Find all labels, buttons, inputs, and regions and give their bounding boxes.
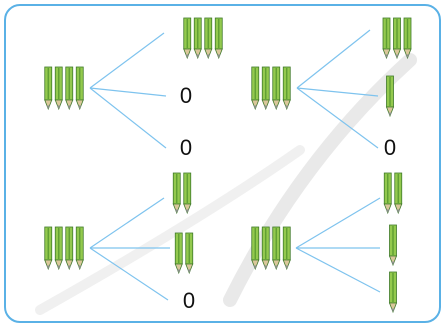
pencil-icon	[214, 17, 223, 60]
part-number: 0	[182, 288, 196, 313]
pencil-icon	[44, 66, 53, 111]
bond-line	[296, 29, 371, 89]
pencil-icon	[272, 66, 281, 111]
bond-line	[89, 87, 167, 149]
pencil-icon	[251, 226, 260, 271]
pencil-icon	[193, 17, 202, 60]
pencil-icon	[65, 66, 74, 111]
pencil-icon	[54, 226, 63, 271]
pencil-icon	[385, 75, 395, 118]
pencil-icon	[388, 271, 398, 314]
bond-line	[296, 87, 379, 149]
pencil-icon	[251, 66, 260, 111]
bond-line	[89, 247, 169, 301]
pencil-icon	[282, 66, 291, 111]
bond-line	[89, 197, 165, 249]
part-number: 0	[179, 83, 193, 108]
pencil-icon	[44, 226, 53, 271]
pencil-icon	[75, 226, 84, 271]
pencil-icon	[185, 232, 194, 275]
bond-line	[295, 247, 381, 293]
pencil-icon	[174, 232, 183, 275]
pencil-icon	[261, 226, 270, 271]
part-number: 0	[179, 135, 193, 160]
pencil-icon	[392, 17, 402, 60]
part-number: 0	[383, 135, 397, 160]
pencil-icon	[382, 17, 391, 60]
bond-line	[89, 32, 165, 89]
bond-line	[296, 87, 379, 97]
pencil-icon	[403, 17, 412, 60]
bond-line	[89, 87, 167, 97]
pencil-icon	[261, 66, 270, 111]
pencil-icon	[282, 226, 291, 271]
pencil-icon	[388, 224, 398, 267]
bond-line	[295, 197, 381, 249]
pencil-icon	[75, 66, 84, 111]
pencil-icon	[65, 226, 74, 271]
background-swoosh	[223, 53, 417, 307]
pencil-icon	[204, 17, 213, 60]
pencil-icon	[272, 226, 281, 271]
background-swoosh	[35, 145, 305, 315]
pencil-icon	[383, 172, 392, 215]
rounded-frame	[4, 4, 441, 323]
pencil-icon	[183, 17, 192, 60]
pencil-icon	[54, 66, 63, 111]
pencil-icon	[183, 172, 192, 215]
pencil-icon	[172, 172, 181, 215]
pencil-icon	[394, 172, 403, 215]
